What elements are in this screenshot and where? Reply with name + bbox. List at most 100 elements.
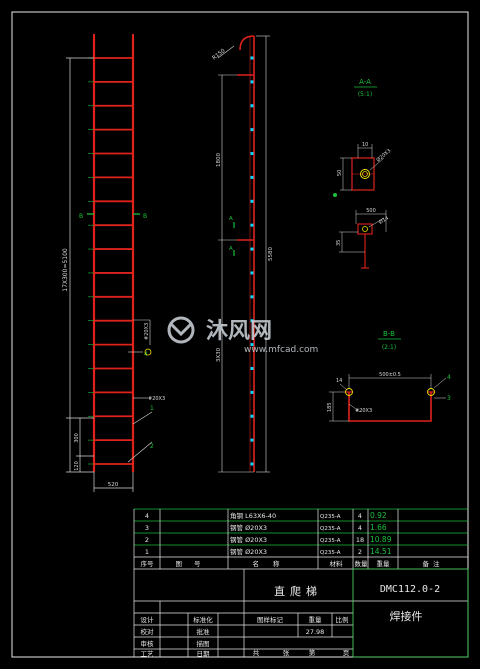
tb-role-standard: 标准化 [193,615,213,624]
section-bb-detail: B-B (2:1) 500±0.5 185 #20X3 14 4 3 [327,330,451,422]
row-qty: 2 [358,548,362,556]
ladder-front-view [88,34,135,472]
ladder-side-view [237,35,255,472]
row-name: 钢管 Ø20X3 [230,535,267,544]
row-weight: 10.89 [370,535,392,544]
dim-radius-top: R150 [212,48,227,62]
tb-sheet-no: 第 [309,648,316,657]
section-aa-scale: (5:1) [358,91,372,98]
row-no: 2 [145,536,149,544]
section-aa-title: A-A [359,78,371,86]
bb-pipe-left [345,388,353,396]
hdr-drawing-no: 图号 [176,560,213,568]
bb-callout-3: 3 [447,395,451,402]
row-material: Q235-A [320,538,341,544]
side-rung-node [250,462,254,466]
title-block-code: DMC112.0-2 [380,584,440,595]
row-material: Q235-A [320,550,341,556]
tb-role-design: 设计 [141,615,155,624]
tb-sheets-total: 共 [253,648,260,657]
side-rung-node [250,223,254,227]
row-weight: 1.66 [370,523,387,532]
title-block-subtitle: 焊接件 [390,609,423,623]
row-qty: 4 [358,524,362,532]
section-a-mark-1: A [229,216,233,222]
aa-dim-small: Ø14 [378,215,390,226]
title-block-title: 直爬梯 [274,584,322,598]
side-rung-node [250,390,254,394]
bb-pipe-right [427,388,435,396]
parts-table-header: 序号 图号 名称 材料 数量 重量 备注 [141,559,440,568]
hdr-material: 材料 [330,559,344,568]
tb-weight-label: 重量 [309,616,323,624]
ladder-height-dimension [66,57,94,473]
side-rung-node [250,80,254,84]
side-rung-node [250,366,254,370]
dim-side-lower: 3X30 [216,347,222,362]
bb-callout-4: 4 [447,374,451,381]
drawing-border [11,11,469,658]
watermark: 沐风网 www.mfcad.com [167,316,318,355]
tb-role-date: 日期 [197,650,211,658]
aa-dim-width: 500 [366,208,376,214]
row-no: 3 [145,524,149,532]
callout-marker [144,348,152,356]
side-rung-node [250,438,254,442]
side-rung-node [250,175,254,179]
dim-pipe-mark: #20X3 [144,323,150,340]
row-weight: 14.51 [370,547,392,556]
ladder-width-dimension [93,472,134,492]
side-rung-node [250,295,254,299]
dim-side-upper: 1800 [216,153,222,167]
side-rung-node [250,199,254,203]
bb-dim-top: 500±0.5 [379,372,401,378]
tb-sheets-unit: 张 [283,648,290,657]
tb-role-approve: 批准 [197,627,211,636]
hdr-qty: 数量 [355,559,369,568]
watermark-logo-icon [167,316,195,344]
section-a-mark-2: A [229,246,233,252]
section-bb-scale: (2:1) [382,344,396,351]
row-name: 角钢 L63X6-40 [230,511,276,520]
side-rung-node [250,319,254,323]
ladder-rungs [88,57,133,465]
dim-side-total: 5580 [268,247,274,261]
section-aa-detail: A-A (5:1) 10 Ø20X3 50 [333,78,392,269]
aa-dim-height: 35 [336,240,342,246]
section-b-right: B [143,213,147,220]
aa-dim-left: 50 [337,170,343,176]
dim-total-height: 17X300=5100 [62,248,69,292]
callout-1: 1 [150,405,154,412]
side-rung-node [250,271,254,275]
side-rung-node [250,128,254,132]
dim-pipe-mark-2: #20X3 [148,396,165,402]
bb-dim-left: 185 [327,402,333,412]
tb-role-drafter: 描图 [197,639,210,648]
side-rung-node [250,414,254,418]
hdr-weight: 重量 [377,560,391,568]
aa-dim-top: 10 [362,142,368,148]
title-block [134,568,469,658]
section-b-left: B [79,213,83,220]
row-qty: 18 [356,536,364,544]
dim-ladder-width: 520 [108,482,119,488]
tb-role-process: 工艺 [141,650,155,658]
row-weight: 0.92 [370,511,387,520]
title-block-fields: 图样标记 重量 比例 27.98 共 张 第 页 设计 标准化 校对 批准 审核… [141,615,350,658]
dim-bottom-offset: 120 [74,461,80,471]
hdr-name: 名称 [253,559,294,568]
tb-sheet-unit: 页 [343,649,350,657]
side-rung-node [250,56,254,60]
hdr-no: 序号 [141,559,155,568]
tb-scale-label: 比例 [336,615,349,624]
callout-2: 2 [150,443,154,450]
row-material: Q235-A [320,526,341,532]
watermark-brand: 沐风网 [206,319,272,344]
dim-bottom-step: 300 [74,433,80,443]
row-material: Q235-A [320,514,341,520]
watermark-url: www.mfcad.com [244,345,318,355]
section-bb-title: B-B [383,330,395,338]
tb-role-check: 校对 [141,627,155,636]
